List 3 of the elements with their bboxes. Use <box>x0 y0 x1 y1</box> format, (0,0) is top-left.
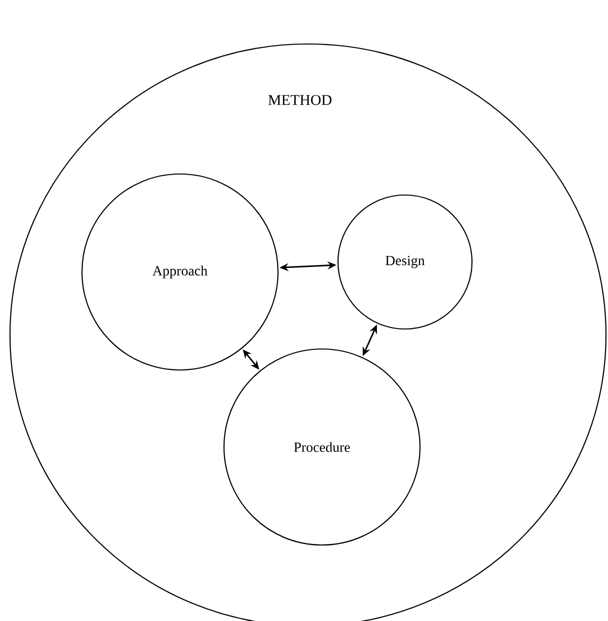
circle-node: Procedure <box>223 348 421 546</box>
circle-node: Design <box>337 194 473 330</box>
circle-node: Approach <box>81 173 279 371</box>
